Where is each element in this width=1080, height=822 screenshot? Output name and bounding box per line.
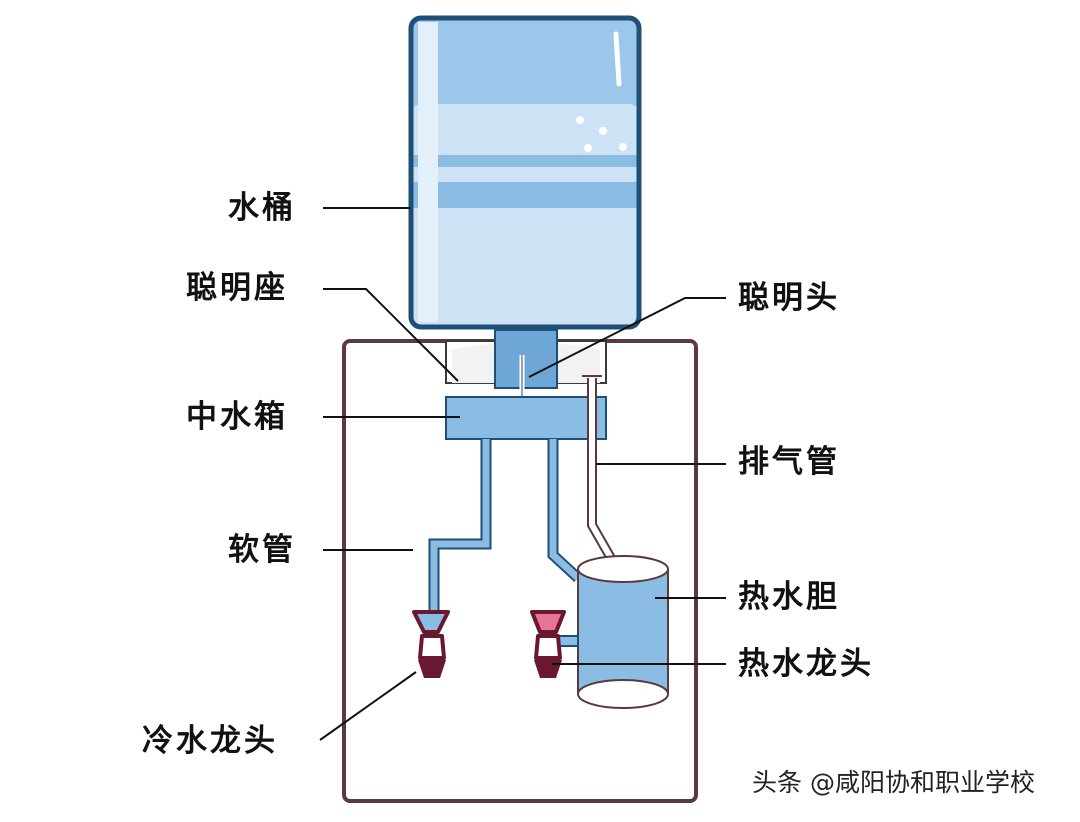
- label-vent-pipe: 排气管: [738, 444, 840, 480]
- label-bucket: 水桶: [228, 190, 296, 226]
- label-hot-tank: 热水胆: [738, 579, 840, 615]
- label-hose: 软管: [228, 532, 296, 568]
- middle-tank: [445, 396, 607, 440]
- hot-tap: [530, 610, 566, 678]
- smart-head: [494, 329, 558, 389]
- label-cold-tap: 冷水龙头: [142, 723, 278, 759]
- cold-tap: [412, 610, 450, 678]
- label-hot-tap: 热水龙头: [738, 646, 874, 682]
- cold-hose: [428, 439, 492, 612]
- leader-smart-seat: [323, 288, 459, 382]
- label-smart-head: 聪明头: [738, 280, 840, 316]
- leader-cold-tap: [319, 671, 417, 741]
- water-bucket: [408, 15, 642, 330]
- leader-smart-head: [528, 297, 726, 378]
- label-middle-tank: 中水箱: [186, 399, 288, 435]
- hot-water-tank: [577, 555, 669, 709]
- label-smart-seat: 聪明座: [186, 270, 288, 306]
- watermark: 头条 @咸阳协和职业学校: [752, 768, 1035, 797]
